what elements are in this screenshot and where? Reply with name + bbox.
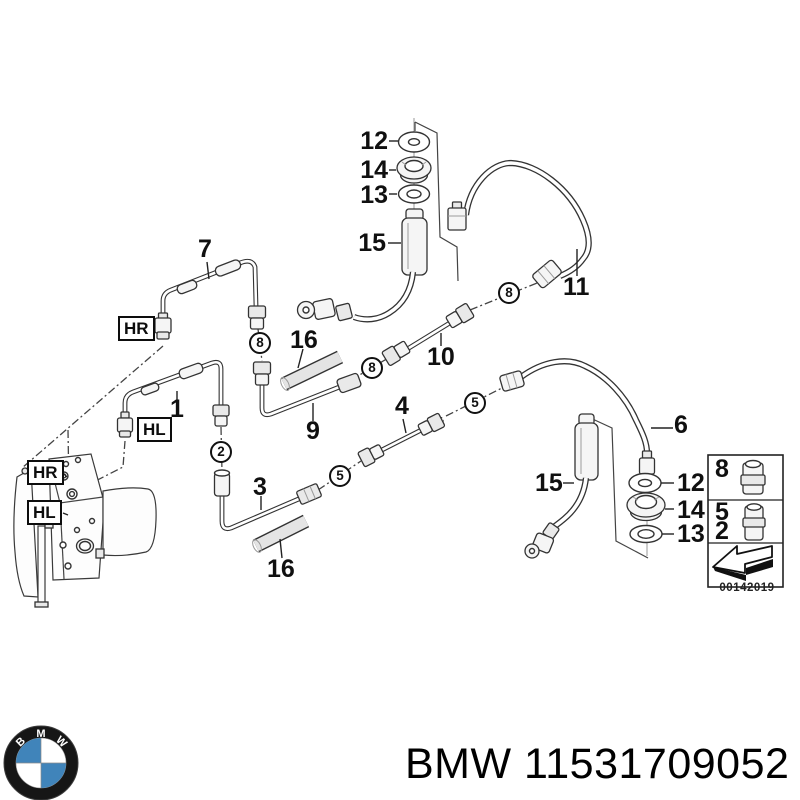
legend-label-8: 8 — [715, 455, 729, 483]
circled-callout-8-c: 8 — [498, 282, 520, 304]
brake-pipe-7 — [154, 258, 267, 340]
callout-10: 10 — [427, 343, 455, 371]
circled-callout-5-a: 5 — [329, 465, 351, 487]
footer-brand: BMW — [405, 740, 512, 788]
callout-12-top: 12 — [360, 127, 388, 155]
legend-fitting-icon-5-2 — [742, 503, 766, 541]
circled-callout-2: 2 — [210, 441, 232, 463]
brake-hose-11 — [447, 159, 592, 289]
marker-hr-lower: HR — [27, 460, 64, 485]
callout-16-top: 16 — [290, 326, 318, 354]
callout-7: 7 — [198, 235, 212, 263]
callout-15-top: 15 — [358, 229, 386, 257]
brake-pipe-3 — [213, 469, 322, 532]
damper-15-top-assembly — [296, 131, 432, 323]
footer-number: 11531709052 — [524, 740, 790, 788]
callout-3: 3 — [253, 473, 267, 501]
legend-label-5: 5 — [715, 498, 729, 526]
callout-1: 1 — [170, 395, 184, 423]
marker-hl-upper: HL — [137, 417, 172, 442]
brake-pipe-1 — [116, 359, 230, 438]
marker-hl-lower: HL — [27, 500, 62, 525]
logo-letter-m: M — [36, 728, 45, 740]
direction-arrow-icon — [712, 545, 773, 581]
legend-box — [707, 454, 784, 588]
callout-6: 6 — [674, 411, 688, 439]
marker-hr-upper: HR — [118, 316, 155, 341]
legend-fitting-icon-8 — [740, 459, 766, 495]
callout-9: 9 — [306, 417, 320, 445]
callout-12-bottom: 12 — [677, 469, 705, 497]
callout-11: 11 — [563, 273, 590, 301]
bmw-logo: B M W — [3, 725, 79, 800]
callout-14-top: 14 — [360, 156, 388, 184]
callout-16-bottom: 16 — [267, 555, 295, 583]
brake-pipe-9 — [252, 361, 362, 418]
brake-hose-6 — [499, 358, 656, 475]
legend-label-2: 2 — [715, 517, 729, 545]
callout-14-bottom: 14 — [677, 496, 705, 524]
protection-tube-16-top — [280, 350, 344, 391]
washer-stack-bottom — [626, 472, 666, 544]
diagram-doc-number: 00142019 — [719, 582, 775, 594]
leader-lines — [176, 140, 674, 559]
footer-part-number: BMW 11531709052 — [405, 740, 789, 789]
circled-callout-5-b: 5 — [464, 392, 486, 414]
protection-tube-16-bottom — [252, 514, 310, 553]
circled-callout-8-a: 8 — [249, 332, 271, 354]
brake-pipe-10 — [381, 303, 475, 366]
circled-callout-8-b: 8 — [361, 357, 383, 379]
callout-15-bottom: 15 — [535, 469, 563, 497]
callout-13-bottom: 13 — [677, 520, 705, 548]
brake-pipe-4 — [357, 412, 446, 468]
callout-4: 4 — [395, 392, 409, 420]
damper-15-bottom-assembly — [524, 413, 599, 559]
callout-13-top: 13 — [360, 181, 388, 209]
